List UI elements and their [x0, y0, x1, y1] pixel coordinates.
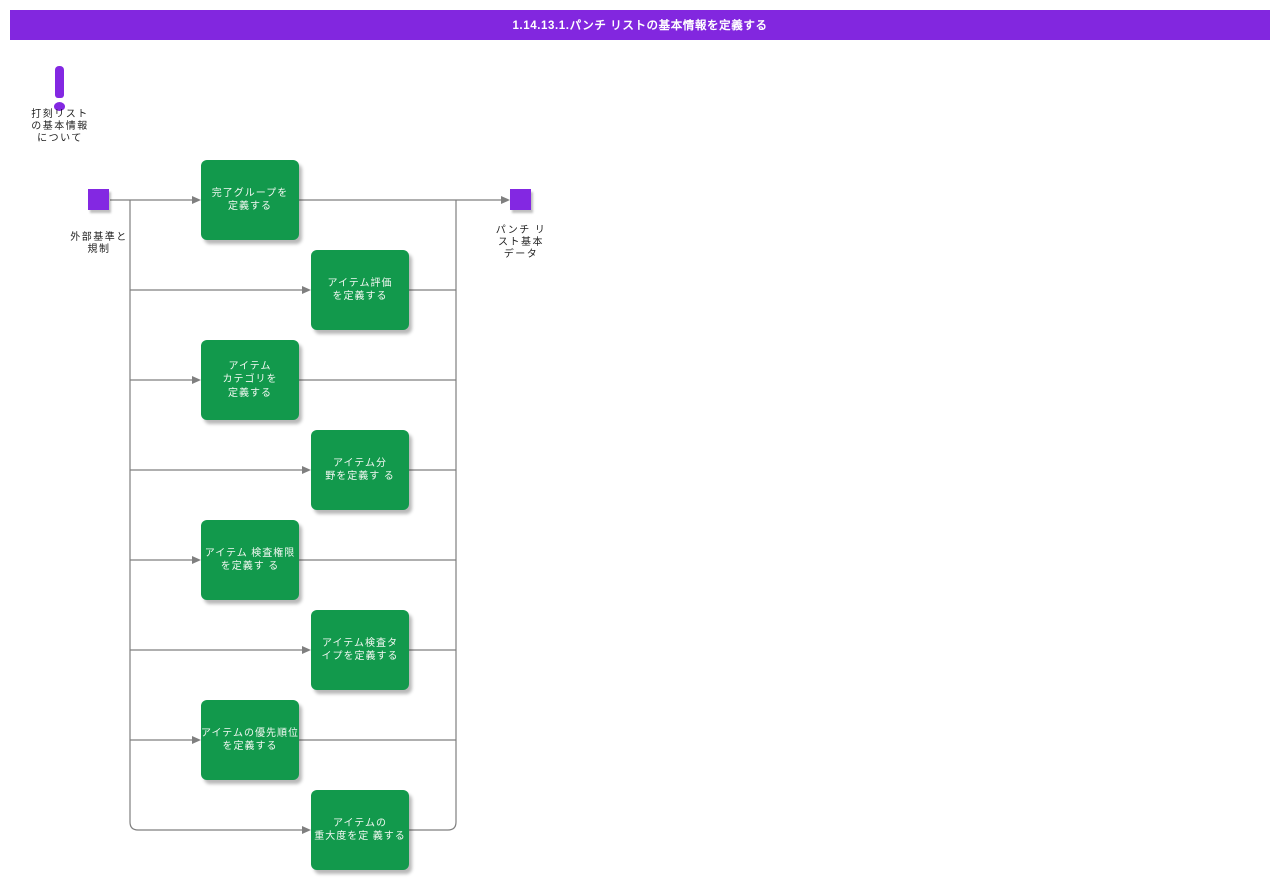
- arrowhead-icons: [192, 196, 510, 834]
- arrowhead-icon: [302, 646, 311, 654]
- arrowhead-icon: [501, 196, 510, 204]
- task-label: アイテム分 野を定義す る: [325, 457, 395, 483]
- task-label: 完了グループを 定義する: [211, 187, 289, 213]
- task-define-item-priority[interactable]: アイテムの優先順位 を定義する: [201, 700, 299, 780]
- arrowhead-icon: [192, 376, 201, 384]
- task-define-item-inspection-authority[interactable]: アイテム 検査権限 を定義す る: [201, 520, 299, 600]
- note-label: 打刻リスト の基本情報 について: [31, 109, 89, 144]
- task-label: アイテム カテゴリを 定義する: [222, 360, 278, 399]
- arrowhead-icon: [302, 286, 311, 294]
- task-define-item-inspection-type[interactable]: アイテム検査タ イプを定義する: [311, 610, 409, 690]
- arrowhead-icon: [302, 466, 311, 474]
- diagram-title: 1.14.13.1.パンチ リストの基本情報を定義する: [512, 20, 768, 32]
- exclamation-dot: [54, 102, 65, 111]
- arrowhead-icon: [302, 826, 311, 834]
- start-node-external-standards[interactable]: [88, 189, 109, 210]
- arrowhead-icon: [192, 196, 201, 204]
- diagram-title-bar: 1.14.13.1.パンチ リストの基本情報を定義する: [10, 10, 1270, 40]
- start-node-label: 外部基準と 規制: [70, 232, 128, 255]
- arrowhead-icon: [192, 736, 201, 744]
- edge-right-join-rail: [409, 200, 457, 831]
- task-label: アイテムの優先順位 を定義する: [201, 727, 299, 753]
- end-node-label: パンチ リ スト基本 データ: [495, 225, 547, 260]
- connector-lines: [110, 199, 502, 831]
- task-label: アイテム 検査権限 を定義す る: [204, 547, 296, 573]
- task-define-item-severity[interactable]: アイテムの 重大度を定 義する: [311, 790, 409, 870]
- task-define-item-rating[interactable]: アイテム評価 を定義する: [311, 250, 409, 330]
- end-node-punch-list-data[interactable]: [510, 189, 531, 210]
- task-label: アイテム評価 を定義する: [327, 277, 393, 303]
- exclamation-bar: [55, 66, 64, 98]
- task-define-item-category[interactable]: アイテム カテゴリを 定義する: [201, 340, 299, 420]
- task-define-item-discipline[interactable]: アイテム分 野を定義す る: [311, 430, 409, 510]
- edge-left-fork-rail: [129, 200, 303, 831]
- arrowhead-icon: [192, 556, 201, 564]
- task-define-completion-group[interactable]: 完了グループを 定義する: [201, 160, 299, 240]
- task-label: アイテム検査タ イプを定義する: [321, 637, 399, 663]
- task-label: アイテムの 重大度を定 義する: [314, 817, 406, 843]
